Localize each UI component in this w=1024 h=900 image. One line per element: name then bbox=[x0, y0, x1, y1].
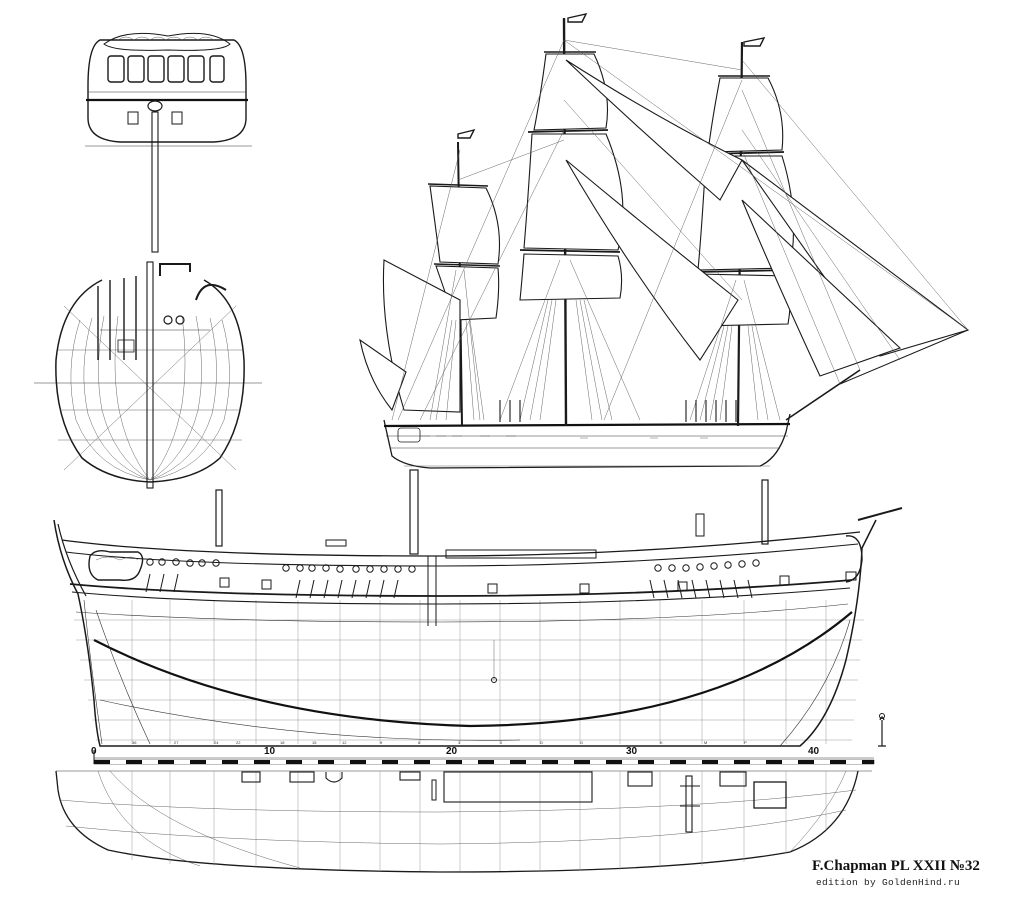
station-label: 36 bbox=[132, 740, 137, 745]
edition-credit: edition by GoldenHind.ru bbox=[816, 877, 961, 888]
scale-label-30: 30 bbox=[626, 746, 638, 757]
stern-view bbox=[85, 32, 252, 253]
station-label: K bbox=[660, 740, 663, 745]
station-label: P bbox=[744, 740, 747, 745]
sail-plan bbox=[359, 12, 970, 469]
station-label: 3 bbox=[458, 740, 461, 745]
station-label: G bbox=[580, 740, 583, 745]
scale-label-0: 0 bbox=[91, 746, 97, 757]
scale-label-10: 10 bbox=[264, 746, 276, 757]
scale-bar: 0 10 20 30 40 36 27 24 22 18 15 12 9 6 3… bbox=[91, 740, 875, 765]
station-label: 15 bbox=[312, 740, 317, 745]
deck-plan bbox=[55, 770, 872, 873]
station-label: 0 bbox=[500, 740, 503, 745]
scale-label-20: 20 bbox=[446, 746, 458, 757]
station-label: 22 bbox=[236, 740, 241, 745]
station-label: M bbox=[704, 740, 707, 745]
station-label: 18 bbox=[280, 740, 285, 745]
station-label: 12 bbox=[342, 740, 347, 745]
station-label: D bbox=[540, 740, 543, 745]
station-label: 9 bbox=[380, 740, 383, 745]
station-label: 6 bbox=[418, 740, 421, 745]
sheer-profile bbox=[53, 469, 903, 747]
station-label: 27 bbox=[174, 740, 179, 745]
station-label: 24 bbox=[214, 740, 219, 745]
scale-label-40: 40 bbox=[808, 746, 820, 757]
body-plan bbox=[34, 261, 262, 489]
plate-title: F.Chapman PL XXII №32 bbox=[812, 858, 980, 874]
